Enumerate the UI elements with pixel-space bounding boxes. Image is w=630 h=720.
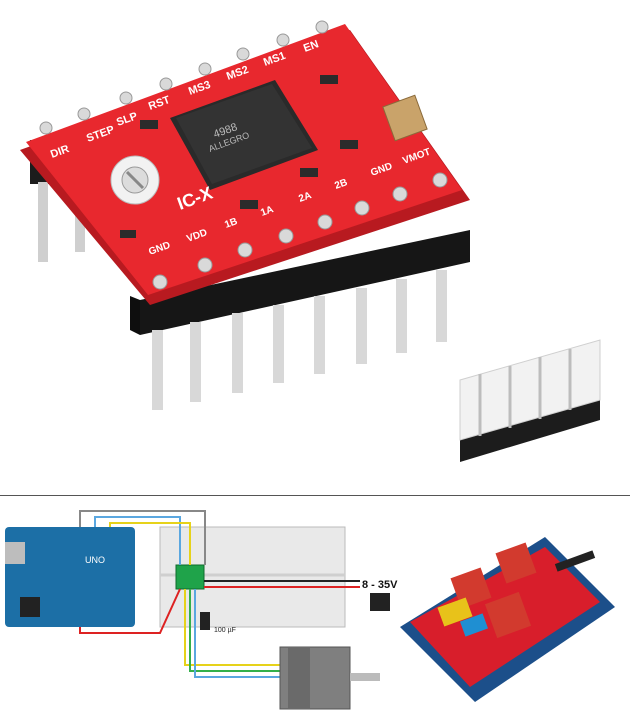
arduino-logo: UNO xyxy=(85,555,105,565)
tantalum-capacitor xyxy=(382,94,428,142)
potentiometer xyxy=(110,155,160,205)
driver-module xyxy=(175,564,205,590)
front-header-block xyxy=(130,230,470,335)
section-divider xyxy=(0,495,630,496)
capacitor-label: 100 µF xyxy=(214,627,236,634)
silk-label: 1A xyxy=(259,204,275,219)
silk-label: EN xyxy=(302,38,321,55)
arduino-board: UNO xyxy=(5,527,135,627)
driver-module-photo: DIR STEP SLP RST MS3 MS2 MS1 EN GND VDD … xyxy=(20,20,601,462)
driver-chip: 4988 ALLEGRO xyxy=(170,80,318,190)
heatsink xyxy=(459,339,601,462)
wiring-diagram-panel: UNO 100 µF 8 - 35V xyxy=(0,497,630,720)
voltage-label: 8 - 35V xyxy=(362,579,398,591)
wiring-diagram: UNO 100 µF 8 - 35V xyxy=(5,510,615,710)
driver-board-illustration: DIR STEP SLP RST MS3 MS2 MS1 EN GND VDD … xyxy=(20,20,601,462)
stepper-motor xyxy=(279,646,380,710)
capacitor xyxy=(200,612,210,630)
solder-pads xyxy=(39,20,448,290)
silk-label: 2A xyxy=(297,190,313,205)
cnc-shield xyxy=(400,537,615,702)
smd-components xyxy=(120,75,358,238)
power-jack xyxy=(370,593,390,611)
wires xyxy=(79,510,360,678)
silk-label: 2B xyxy=(333,177,349,192)
front-pins xyxy=(152,270,447,410)
silk-label: 1B xyxy=(223,216,239,231)
